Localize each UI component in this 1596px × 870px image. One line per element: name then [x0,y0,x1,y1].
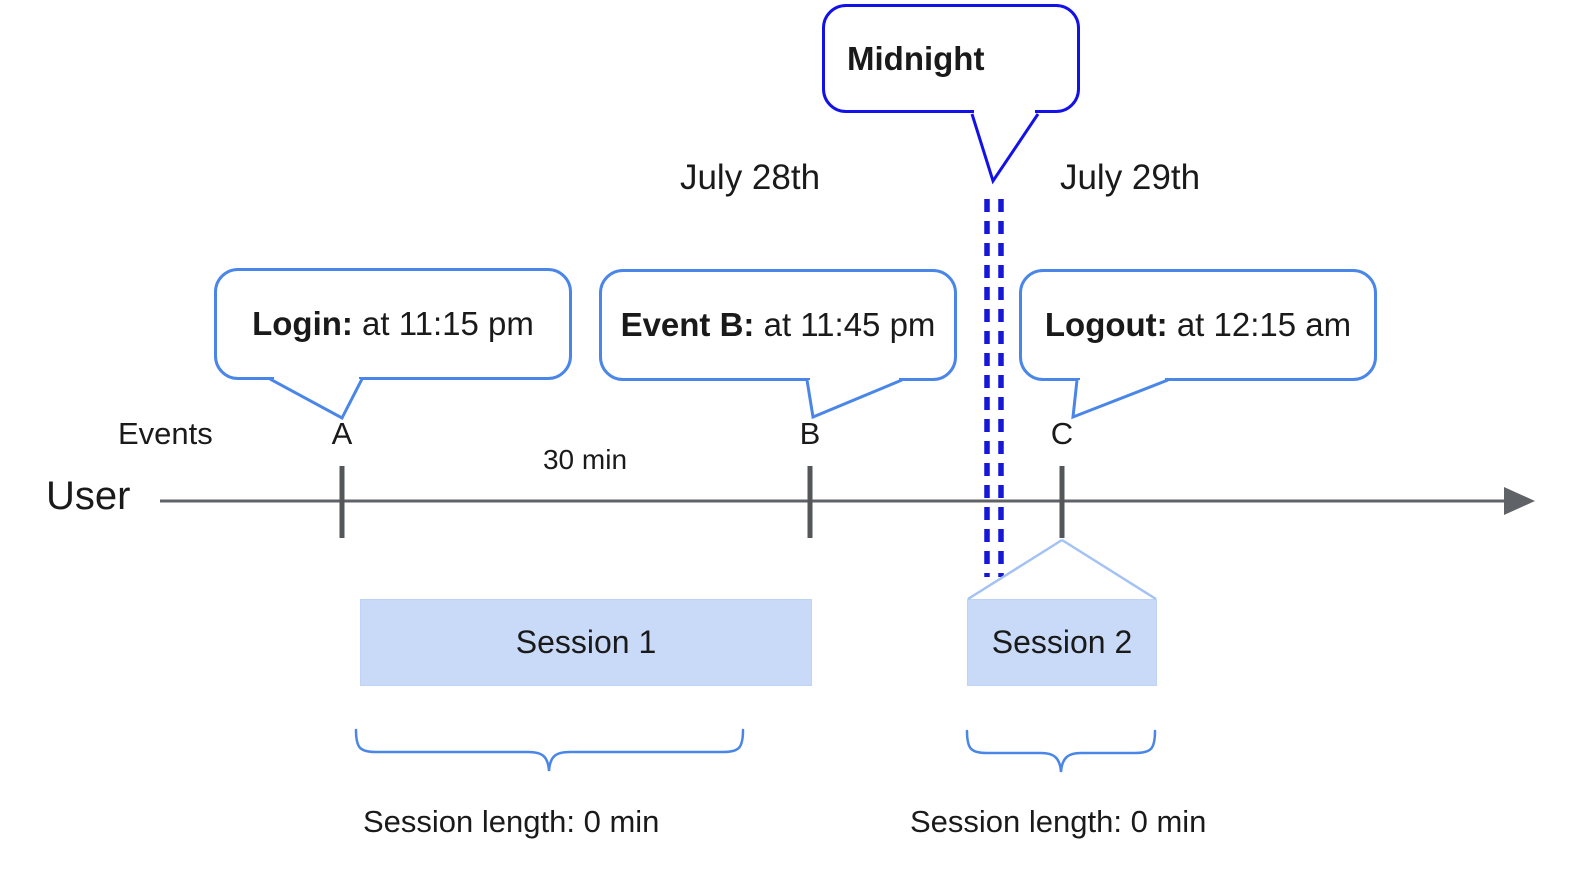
session-2-label: Session 2 [991,624,1133,660]
session-1-brace [354,728,745,772]
date-label-july-29: July 29th [1059,158,1201,197]
logout-bubble-title: Logout: [1044,306,1168,343]
midnight-bubble: Midnight [822,4,1080,113]
interval-label-30min: 30 min [542,444,628,475]
login-bubble-label: Login: at 11:15 pm [252,305,534,343]
date-label-july-28: July 28th [679,158,821,197]
session-2-connector-left [967,538,1063,601]
session-2-connector-right [1061,538,1157,601]
logout-bubble-text: at 12:15 am [1167,306,1352,343]
session-2-brace [965,729,1157,773]
login-bubble-title: Login: [252,305,353,342]
logout-bubble: Logout: at 12:15 am [1019,269,1377,381]
session-2-box: Session 2 [967,599,1157,686]
midnight-bubble-label: Midnight [847,39,985,77]
event-b-bubble: Event B: at 11:45 pm [599,269,957,381]
session-2-length-label: Session length: 0 min [910,804,1207,839]
events-axis-label: Events [118,416,213,451]
timeline-arrowhead-icon [1504,487,1535,515]
event-b-bubble-tail [805,378,903,420]
event-marker-a: A [331,416,353,451]
session-1-label: Session 1 [515,624,657,660]
login-bubble-text: at 11:15 pm [352,305,534,342]
logout-bubble-label: Logout: at 12:15 am [1045,306,1351,344]
event-b-bubble-text: at 11:45 pm [754,306,936,343]
midnight-bubble-tail [970,113,1040,185]
session-1-length-label: Session length: 0 min [363,804,660,839]
session-1-box: Session 1 [360,599,812,686]
event-b-bubble-title: Event B: [620,306,755,343]
login-bubble-tail [269,377,364,421]
login-bubble: Login: at 11:15 pm [214,268,572,380]
logout-bubble-tail [1071,378,1169,420]
event-marker-b: B [799,416,821,451]
event-b-bubble-label: Event B: at 11:45 pm [621,306,936,344]
event-marker-c: C [1050,416,1074,451]
user-axis-label: User [46,474,131,518]
